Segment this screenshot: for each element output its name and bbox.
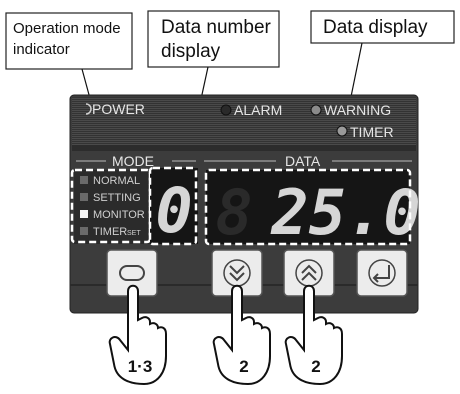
mode-led — [80, 227, 88, 235]
loop-icon — [119, 265, 145, 281]
mode-section: MODE NORMAL SETTING MONITOR TIMER SET 0 — [70, 152, 198, 247]
mode-led — [80, 176, 88, 184]
mode-item-timer-set: TIMER SET — [80, 226, 141, 238]
up-button[interactable] — [283, 249, 335, 297]
power-indicator-icon — [85, 103, 92, 115]
mode-item-normal: NORMAL — [80, 175, 140, 187]
mode-led — [80, 193, 88, 201]
mode-item-monitor: MONITOR — [80, 209, 145, 221]
mode-item-label: MONITOR — [93, 209, 145, 221]
callout-operation-mode-line2: indicator — [13, 41, 70, 58]
indicator-timer: TIMER — [336, 124, 394, 140]
data-display — [206, 170, 410, 244]
mode-button[interactable] — [106, 249, 158, 297]
mode-item-suffix: SET — [127, 230, 141, 237]
step-label-mode: 1·3 — [128, 357, 153, 376]
hand-pointer-icon — [212, 284, 271, 386]
hand-pointer-icon — [108, 284, 167, 386]
mode-header: MODE — [112, 153, 154, 169]
data-header: DATA — [285, 153, 321, 169]
callout-data-number-line2: display — [161, 41, 221, 62]
enter-return-icon — [368, 259, 396, 287]
mode-item-label: TIMER — [93, 226, 127, 238]
mode-highlight-frame — [70, 168, 152, 244]
alarm-label: ALARM — [234, 102, 282, 118]
warning-label: WARNING — [324, 102, 391, 118]
data-number-display — [150, 168, 198, 244]
alarm-led — [220, 104, 232, 116]
indicator-alarm: ALARM — [220, 102, 282, 118]
step-label-down: 2 — [239, 357, 248, 376]
callout-operation-mode: Operation mode indicator — [5, 12, 133, 70]
hand-pointer-icon — [284, 284, 343, 386]
callout-data-display-text: Data display — [323, 17, 428, 38]
warning-led — [310, 104, 322, 116]
step-label-up: 2 — [311, 357, 320, 376]
callout-data-display: Data display — [310, 10, 455, 44]
data-number-digit: 0 — [155, 174, 192, 247]
data-section: DATA 8 25.0 — [204, 152, 421, 249]
data-digit-off: 8 — [215, 176, 252, 249]
callout-operation-mode-line1: Operation mode — [13, 20, 121, 37]
callout-data-number-line1: Data number — [161, 17, 272, 38]
mode-item-setting: SETTING — [80, 192, 141, 204]
data-highlight-frame — [204, 168, 412, 246]
timer-label: TIMER — [350, 124, 394, 140]
enter-button[interactable] — [356, 249, 408, 297]
indicator-warning: WARNING — [310, 102, 391, 118]
data-number-highlight-frame — [148, 166, 198, 246]
power-label: POWER — [92, 101, 145, 117]
mode-item-label: NORMAL — [93, 175, 140, 187]
indicator-power: POWER — [85, 101, 145, 117]
callout-data-number: Data number display — [147, 10, 280, 68]
data-value: 25.0 — [270, 176, 420, 249]
mode-led-active — [80, 210, 88, 218]
mode-item-label: SETTING — [93, 192, 141, 204]
timer-led — [336, 125, 348, 137]
